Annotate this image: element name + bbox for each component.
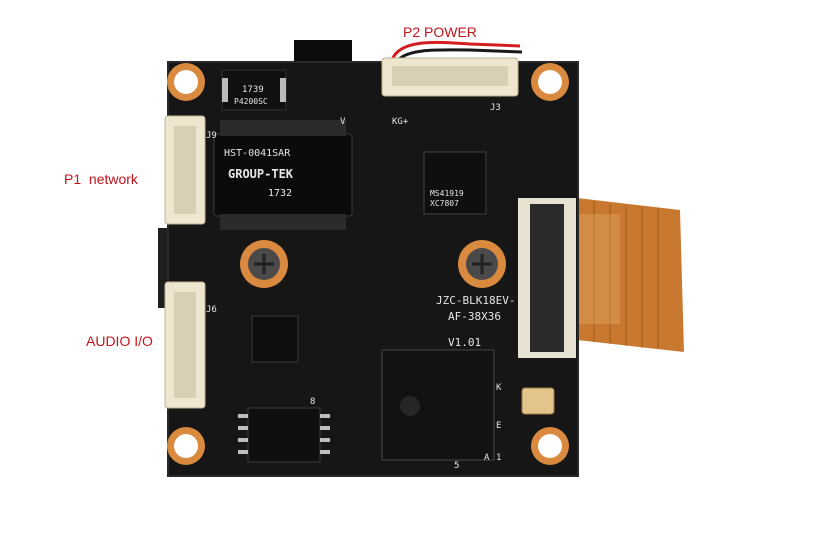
ic-model: MS41919 xyxy=(430,189,464,198)
audio-connector xyxy=(164,281,206,409)
silk-k: K xyxy=(496,383,502,393)
main-soc xyxy=(381,349,495,461)
silk-8: 8 xyxy=(310,397,315,407)
flash-chip xyxy=(238,407,330,463)
mounting-holes xyxy=(167,63,569,465)
screw-left xyxy=(240,240,288,288)
ethernet-transformer xyxy=(213,120,353,230)
silk-j9: J9 xyxy=(206,131,217,141)
label-p2-power: P2 POWER xyxy=(403,24,477,40)
silk-5: 5 xyxy=(454,461,459,471)
silk-v: V xyxy=(340,117,346,127)
silk-a: A xyxy=(484,453,490,463)
power-connector-j3 xyxy=(381,57,519,97)
label-p1-network: P1 network xyxy=(64,171,138,187)
silk-e: E xyxy=(496,421,501,431)
power-wires xyxy=(390,40,523,62)
network-connector xyxy=(164,115,206,225)
diode-code: 1739 xyxy=(242,85,264,95)
ic-code: XC7807 xyxy=(430,199,459,208)
silk-kg: KG+ xyxy=(392,117,409,127)
surge-diode xyxy=(221,69,287,111)
board-model-line2: AF-38X36 xyxy=(448,310,501,323)
driver-ic xyxy=(423,151,487,215)
transformer-brand: GROUP-TEK xyxy=(228,167,294,181)
board-model-line1: JZC-BLK18EV- xyxy=(436,294,515,307)
silk-j6: J6 xyxy=(206,305,217,315)
fpc-connector xyxy=(518,198,576,358)
transformer-model: HST-0041SAR xyxy=(224,148,291,159)
label-audio-io: AUDIO I/O xyxy=(86,333,153,349)
screw-right xyxy=(458,240,506,288)
audio-ic xyxy=(251,315,299,363)
diode-text: P4200SC xyxy=(234,97,268,106)
transformer-code: 1732 xyxy=(268,188,292,199)
board-version: V1.01 xyxy=(448,336,481,349)
led-component xyxy=(521,387,555,415)
silk-j3: J3 xyxy=(490,103,501,113)
silk-1: 1 xyxy=(496,453,501,463)
